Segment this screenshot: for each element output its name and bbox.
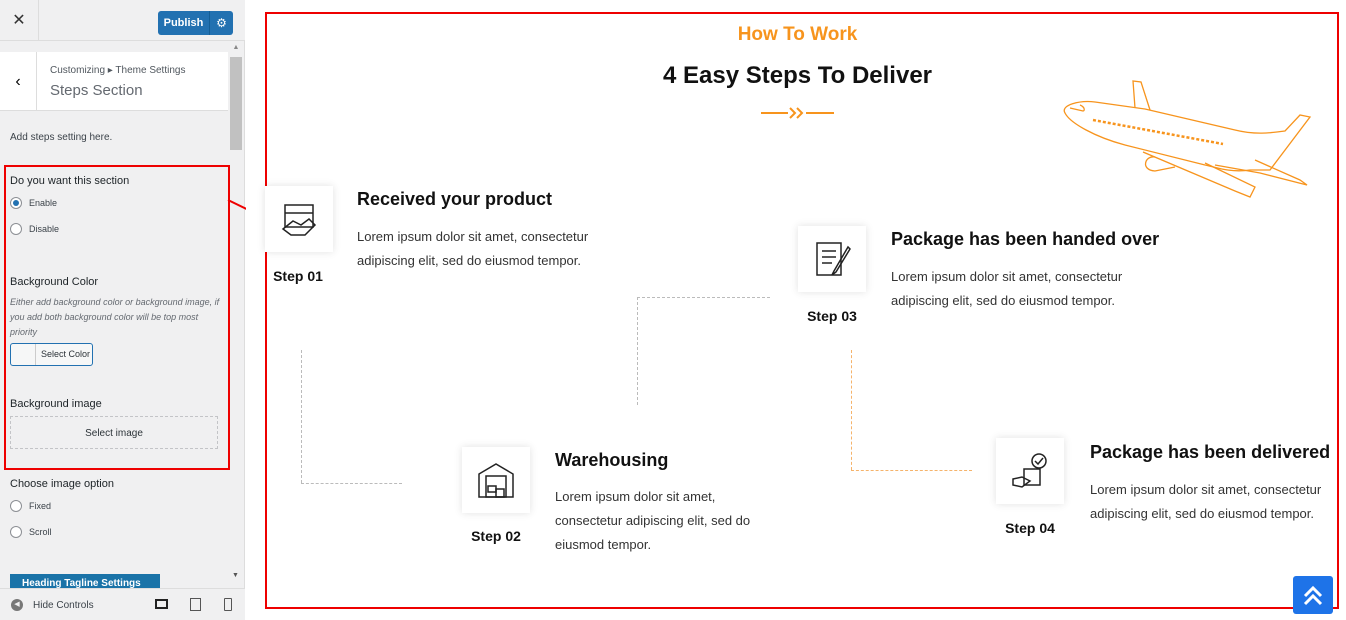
gear-icon[interactable]: ⚙ <box>209 11 233 35</box>
select-color-button[interactable]: Select Color <box>10 343 93 366</box>
scroll-radio[interactable] <box>10 526 22 538</box>
hide-controls-button[interactable]: Hide Controls <box>33 600 94 611</box>
customizer-sidebar: ✕ Publish ⚙ ‹ Customizing ▸ Theme Settin… <box>0 0 245 620</box>
mobile-preview-icon[interactable] <box>224 598 232 611</box>
customizer-topbar: ✕ Publish ⚙ <box>0 0 245 41</box>
step-3-title: Package has been handed over <box>891 229 1160 249</box>
fixed-radio[interactable] <box>10 500 22 512</box>
step-2-title: Warehousing <box>555 450 669 470</box>
section-header: ‹ Customizing ▸ Theme Settings Steps Sec… <box>0 52 228 111</box>
breadcrumb: Customizing ▸ Theme Settings <box>50 65 186 76</box>
step-4-label: Step 04 <box>1005 520 1055 536</box>
scrollbar[interactable]: ▲ <box>232 44 240 51</box>
step-2-text: Lorem ipsum dolor sit amet, consectetur … <box>555 489 751 552</box>
section-title-heading: 4 Easy Steps To Deliver <box>662 62 932 89</box>
step-1-icon-box <box>265 186 333 252</box>
step-3-text: Lorem ipsum dolor sit amet, consectetur … <box>891 269 1123 308</box>
hide-controls-icon[interactable]: ◀ <box>11 599 23 611</box>
highlight-box <box>4 165 230 470</box>
step-3-label: Step 03 <box>807 308 857 324</box>
select-color-label: Select Color <box>41 349 91 359</box>
step-3-icon-box <box>798 226 866 292</box>
bg-image-label: Background image <box>10 398 102 410</box>
heading-tagline-settings-button[interactable]: Heading Tagline Settings <box>10 574 160 588</box>
site-preview <box>246 0 1346 620</box>
scrollbar-thumb[interactable] <box>230 57 242 150</box>
publish-button[interactable]: Publish <box>158 11 209 35</box>
fixed-label: Fixed <box>29 501 52 511</box>
section-tagline: How To Work <box>737 24 858 45</box>
airplane-illustration <box>1063 80 1312 198</box>
connector-line <box>637 297 638 405</box>
warehouse-icon <box>478 463 514 498</box>
tablet-preview-icon[interactable] <box>190 598 201 611</box>
step-4-title: Package has been delivered <box>1090 442 1331 462</box>
connector-line <box>301 483 402 484</box>
scroll-label: Scroll <box>29 527 52 537</box>
intro-text: Add steps setting here. <box>10 132 113 143</box>
step-4-text: Lorem ipsum dolor sit amet, consectetur … <box>1090 482 1322 521</box>
step-1-label: Step 01 <box>273 268 323 284</box>
double-chevron-up-icon <box>1303 585 1323 606</box>
divider-arrow-icon <box>761 107 834 119</box>
step-2-icon-box <box>462 447 530 513</box>
close-icon[interactable]: ✕ <box>0 0 39 41</box>
back-icon[interactable]: ‹ <box>0 52 37 111</box>
document-pen-icon <box>816 242 851 276</box>
step-2-label: Step 02 <box>471 528 521 544</box>
disable-radio[interactable] <box>10 223 22 235</box>
disable-label: Disable <box>29 224 60 234</box>
bg-color-description: Either add background color or backgroun… <box>10 297 220 337</box>
enable-label: Enable <box>29 198 58 208</box>
connector-line <box>301 350 302 483</box>
package-delivered-icon <box>1012 453 1047 488</box>
customizer-footer: ◀ Hide Controls <box>0 588 245 620</box>
connector-line <box>851 470 972 471</box>
enable-radio[interactable] <box>10 197 22 209</box>
connector-line <box>851 350 852 470</box>
desktop-preview-icon[interactable] <box>155 599 168 609</box>
step-1-text: Lorem ipsum dolor sit amet, consectetur … <box>357 229 589 268</box>
package-handover-icon <box>281 204 317 236</box>
section-title: Steps Section <box>50 82 143 99</box>
step-1-title: Received your product <box>357 189 553 209</box>
connector-line <box>637 297 770 298</box>
scroll-to-top-button[interactable] <box>1293 576 1333 614</box>
preview-highlight-box <box>265 12 1339 609</box>
scroll-down-arrow-icon[interactable]: ▼ <box>232 572 239 579</box>
step-4-icon-box <box>996 438 1064 504</box>
bg-color-label: Background Color <box>10 276 99 288</box>
image-option-label: Choose image option <box>10 478 114 490</box>
select-image-button[interactable]: Select image <box>10 416 218 449</box>
section-toggle-label: Do you want this section <box>10 175 130 187</box>
